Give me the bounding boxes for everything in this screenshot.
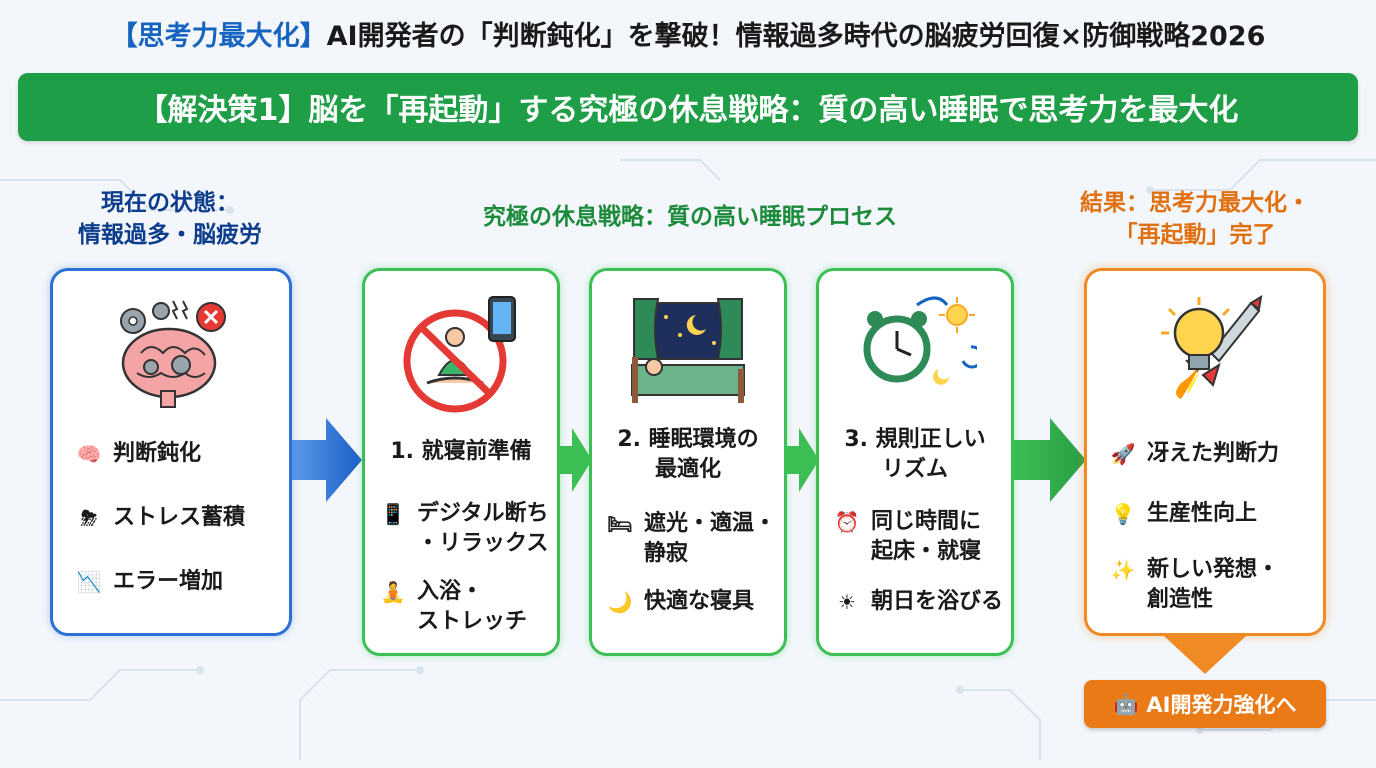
result-item-1: 🚀 冴えた判断力 [1107,439,1315,469]
solution-banner: 【解決策1】脳を「再起動」する究極の休息戦略：質の高い睡眠で思考力を最大化 [18,73,1358,141]
step-3-card: 3. 規則正しい リズム ⏰ 同じ時間に 起床・就寝 ☀ 朝日を浴びる [816,268,1014,656]
current-state-card: 🧠 判断鈍化 ⛈ ストレス蓄積 📉 エラー増加 [50,268,292,636]
step-3-item-2-label: 朝日を浴びる [871,589,1004,614]
rocket-icon: 🚀 [1110,442,1136,466]
step-2-card: 2. 睡眠環境の 最適化 🛏 遮光・適温・ 静寂 🌙 快適な寝具 [589,268,787,656]
current-heading-line2: 情報過多・脳疲労 [78,222,262,248]
result-down-pointer [1164,636,1246,674]
step-3-item-1-label: 同じ時間に 起床・就寝 [871,509,982,564]
step-1-item-2-label: 入浴・ ストレッチ [417,579,528,634]
phone-off-icon: 📱 [380,502,406,526]
current-state-heading: 現在の状態： 情報過多・脳疲労 [40,187,300,251]
current-item-2-label: ストレス蓄積 [113,505,246,530]
step-2-item-1-label: 遮光・適温・ 静寂 [644,511,777,566]
step-2-title: 2. 睡眠環境の 最適化 [617,427,759,482]
title-main: AI開発者の「判断鈍化」を撃破！情報過多時代の脳疲労回復×防御戦略2026 [326,21,1266,52]
step-2-item-2: 🌙 快適な寝具 [604,587,776,617]
step-3-item-1: ⏰ 同じ時間に 起床・就寝 [831,507,1003,567]
page-title: 【思考力最大化】AI開発者の「判断鈍化」を撃破！情報過多時代の脳疲労回復×防御戦… [0,14,1376,53]
storm-cloud-icon: ⛈ [81,506,97,530]
yoga-icon: 🧘 [380,580,406,604]
step-1-item-1: 📱 デジタル断ち ・リラックス [377,499,549,559]
result-card: 🚀 冴えた判断力 💡 生産性向上 ✨ 新しい発想・ 創造性 [1084,268,1326,636]
process-heading: 究極の休息戦略：質の高い睡眠プロセス [483,204,897,230]
step-2-item-1: 🛏 遮光・適温・ 静寂 [604,509,776,569]
step-1-card: 1. 就寝前準備 📱 デジタル断ち ・リラックス 🧘 入浴・ ストレッチ [362,268,560,656]
result-item-2: 💡 生産性向上 [1107,499,1315,529]
chart-down-icon: 📉 [76,570,102,594]
tired-brain-icon [120,300,226,408]
result-item-3-label: 新しい発想・ 創造性 [1147,557,1280,612]
no-phone-meditation-icon [403,296,516,413]
current-item-2: ⛈ ストレス蓄積 [73,503,281,533]
ai-dev-boost-badge: 🤖 AI開発力強化へ [1084,680,1326,728]
arrow-step3-to-result [1012,418,1086,502]
result-heading: 結果：思考力最大化・ 「再起動」完了 [1040,187,1350,251]
step-1-item-2: 🧘 入浴・ ストレッチ [377,577,549,637]
cta-label: AI開発力強化へ [1146,693,1297,717]
step-2-item-2-label: 快適な寝具 [644,589,755,614]
brain-icon: 🧠 [76,442,102,466]
step-3-title: 3. 規則正しい リズム [844,427,986,482]
current-item-3-label: エラー増加 [113,569,224,594]
step-1-title: 1. 就寝前準備 [390,439,532,464]
robot-icon: 🤖 [1113,692,1139,716]
current-item-3: 📉 エラー増加 [73,567,281,597]
result-heading-line1: 結果：思考力最大化・ [1080,190,1310,216]
arrow-step2-to-step3 [785,428,819,492]
result-item-1-label: 冴えた判断力 [1147,441,1280,466]
alarm-clock-icon: ⏰ [834,510,860,534]
arrow-step1-to-step2 [558,428,592,492]
bedroom-night-icon [631,298,745,403]
current-item-1-label: 判断鈍化 [113,441,202,466]
step-3-item-2: ☀ 朝日を浴びる [831,587,1003,617]
moon-icon: 🌙 [607,590,633,614]
result-heading-line2: 「再起動」完了 [1114,222,1276,248]
bed-icon: 🛏 [607,512,633,536]
sun-icon: ☀ [838,590,856,614]
clock-cycle-icon [863,296,977,385]
sparkles-icon: ✨ [1110,558,1136,582]
title-bracket: 【思考力最大化】 [110,21,327,52]
lightbulb-rocket-icon [1161,295,1263,399]
step-1-item-1-label: デジタル断ち ・リラックス [417,501,549,556]
current-item-1: 🧠 判断鈍化 [73,439,281,469]
arrow-current-to-step1 [292,418,362,502]
result-item-3: ✨ 新しい発想・ 創造性 [1107,555,1315,615]
current-heading-line1: 現在の状態： [101,190,239,216]
result-item-2-label: 生産性向上 [1147,501,1258,526]
lightbulb-icon: 💡 [1110,502,1136,526]
